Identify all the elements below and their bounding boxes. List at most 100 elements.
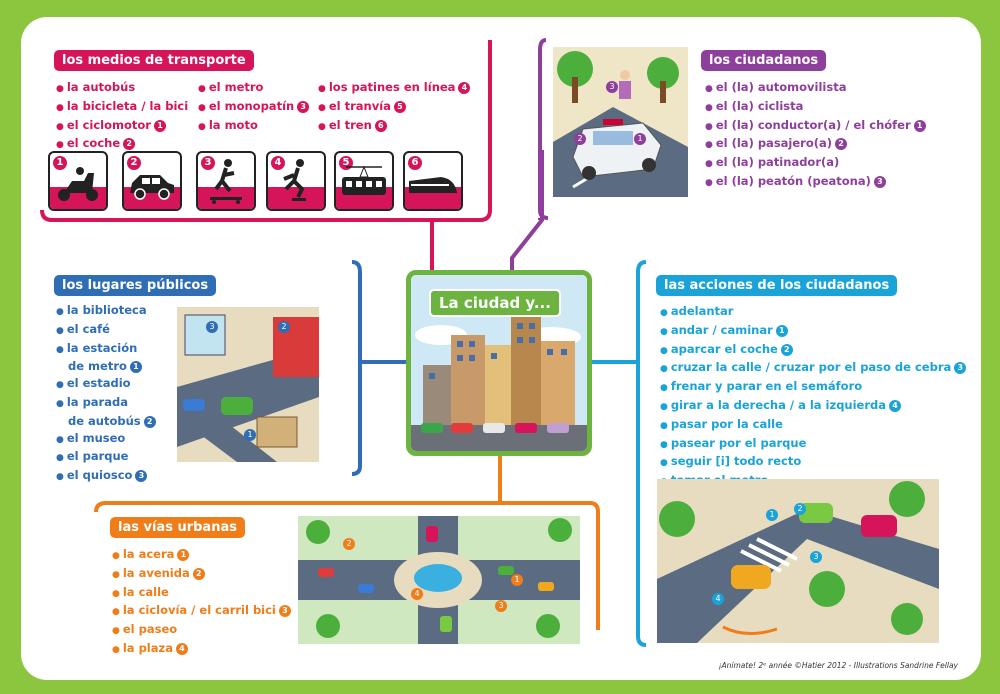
list-item-label: el ciclomotor	[66, 117, 151, 132]
bullet-icon: ●	[112, 588, 120, 599]
bullet-icon: ●	[660, 458, 668, 469]
list-item: ●la bicicleta / la bici	[56, 98, 188, 117]
bullet-icon: ●	[705, 102, 713, 113]
ciudadanos-connector	[510, 150, 544, 272]
list-item-label: la avenida	[122, 565, 190, 580]
list-item-label: andar / caminar	[670, 322, 773, 337]
tram-icon: 5	[334, 151, 394, 211]
number-badge: 4	[458, 82, 471, 94]
ciudadanos-list: ●el (la) automovilista●el (la) ciclista●…	[705, 79, 926, 192]
number-badge: 3	[278, 605, 291, 618]
bullet-icon: ●	[198, 84, 206, 94]
lugares-marker-3: 3	[206, 321, 218, 333]
bullet-icon: ●	[198, 102, 206, 113]
list-item: ●cruzar la calle / cruzar por el paso de…	[660, 359, 967, 378]
list-item-label: aparcar el coche	[670, 341, 778, 356]
bullet-icon: ●	[56, 472, 64, 483]
list-item-label: el (la) conductor(a) / el chófer	[715, 117, 911, 132]
ciudadanos-marker-3: 3	[606, 81, 618, 93]
number-badge: 2	[835, 138, 848, 151]
bullet-icon: ●	[56, 84, 64, 94]
number-badge: 1	[177, 549, 190, 561]
number-badge: 3	[297, 100, 310, 113]
list-item: ●la calle	[112, 584, 291, 603]
bullet-icon: ●	[112, 569, 120, 580]
list-item-label: seguir [i] todo recto	[670, 454, 802, 469]
bullet-icon: ●	[705, 177, 713, 188]
number-badge: 2	[143, 415, 156, 428]
bullet-icon: ●	[112, 551, 120, 561]
list-item-label: cruzar la calle / cruzar por el paso de …	[670, 360, 952, 375]
vias-marker-3: 3	[495, 600, 507, 612]
list-item: ●la autobús	[56, 79, 188, 98]
list-item: ●el (la) peatón (peatona)3	[705, 173, 926, 192]
bullet-icon: ●	[318, 102, 326, 113]
bullet-icon: ●	[660, 345, 668, 356]
number-badge: 3	[135, 470, 148, 483]
lugares-illustration: 3 2 1	[177, 307, 319, 462]
center-node: La ciudad y...	[406, 270, 592, 456]
list-item: ●la parada	[56, 394, 156, 413]
lugares-bracket	[351, 260, 362, 476]
list-item-label: el parque	[66, 449, 129, 464]
list-item: ●el (la) patinador(a)	[705, 154, 926, 173]
list-item-label: el (la) automovilista	[715, 80, 847, 94]
number-badge: 4	[175, 642, 188, 655]
list-item: ●el paseo	[112, 621, 291, 640]
list-item: ●el café	[56, 321, 156, 340]
bullet-icon: ●	[660, 420, 668, 431]
list-item-label: la ciclovía / el carril bici	[122, 603, 276, 618]
list-item: ●el metro	[198, 79, 309, 98]
list-item-label: la autobús	[66, 80, 136, 94]
transporte-list-col1: ●la autobús●la bicicleta / la bici●el ci…	[56, 79, 188, 154]
bullet-icon: ●	[660, 364, 668, 375]
list-item-label: la plaza	[122, 640, 173, 655]
list-item-label: de metro	[68, 359, 127, 374]
ciudadanos-marker-2: 2	[574, 133, 586, 145]
list-item-label: girar a la derecha / a la izquierda	[670, 397, 887, 412]
bullet-icon: ●	[112, 607, 120, 618]
list-item-label: el coche	[66, 136, 121, 151]
number-badge: 1	[775, 324, 788, 337]
bullet-icon: ●	[56, 434, 64, 445]
list-item-label: el tren	[328, 117, 372, 132]
skateboarder-icon: 3	[196, 151, 256, 211]
bullet-icon: ●	[660, 326, 668, 337]
list-item-label: el (la) ciclista	[715, 98, 804, 113]
vias-illustration: 2 4 1 3	[298, 516, 580, 644]
list-item-label: la calle	[122, 584, 169, 599]
bullet-icon: ●	[56, 398, 64, 409]
acciones-marker-3: 3	[810, 551, 822, 563]
acciones-bracket	[636, 260, 647, 647]
bullet-icon: ●	[56, 121, 64, 132]
bullet-icon: ●	[112, 644, 120, 655]
list-item: ●el (la) pasajero(a)2	[705, 135, 926, 154]
number-badge: 3	[873, 175, 886, 188]
vias-marker-4: 4	[411, 588, 423, 600]
scooter-icon: 1	[48, 151, 108, 211]
list-item: ●la biblioteca	[56, 302, 156, 321]
bullet-icon: ●	[660, 401, 668, 412]
list-item-label: el café	[66, 321, 110, 336]
list-item-label: el estadio	[66, 376, 131, 391]
vias-title: las vías urbanas	[110, 517, 245, 538]
bullet-icon: ●	[660, 383, 668, 394]
number-badge: 1	[129, 361, 142, 374]
number-badge: 3	[954, 362, 967, 375]
